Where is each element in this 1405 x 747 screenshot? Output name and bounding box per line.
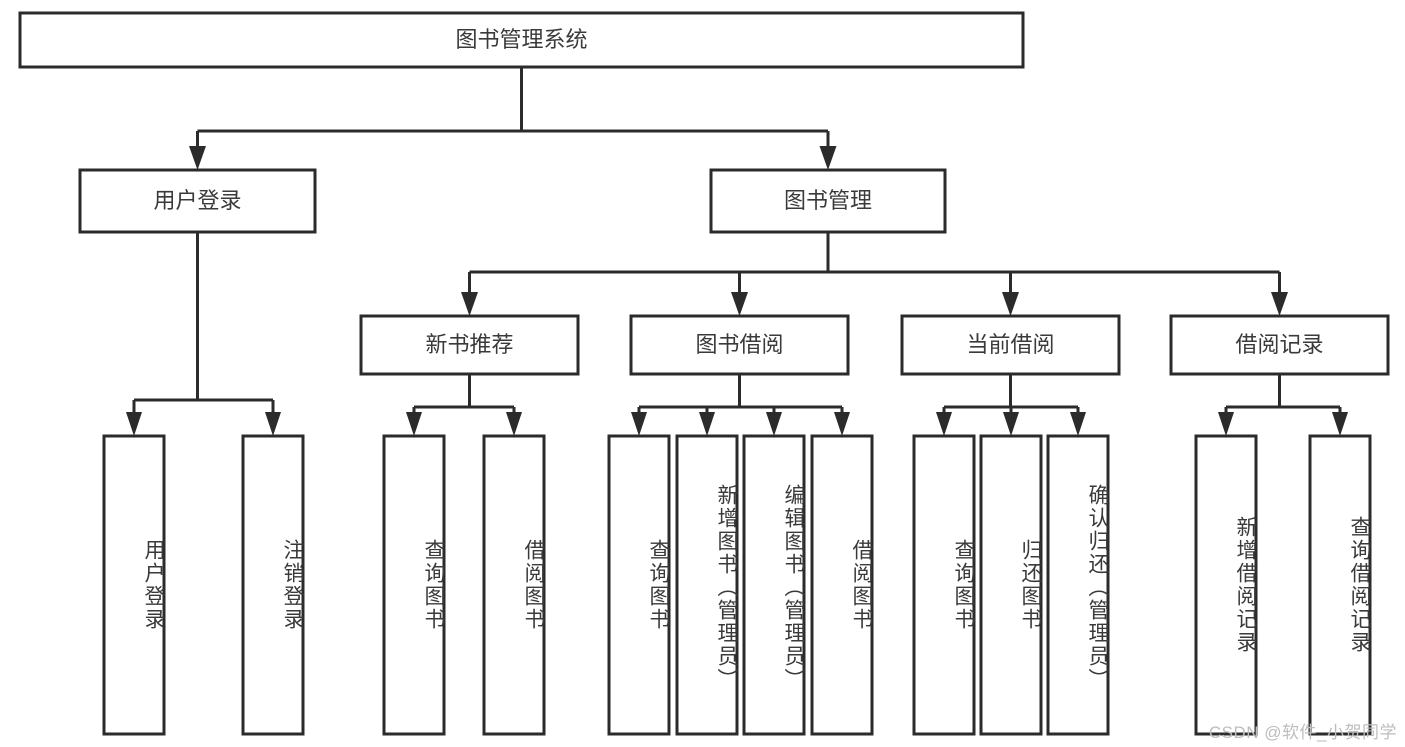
arrow-head-icon	[189, 146, 206, 170]
leaf-box-edit-book-admin[interactable]	[742, 434, 806, 736]
connector-group-user-login	[126, 232, 281, 436]
connector-group-book-mgmt	[461, 232, 1288, 316]
connector-group-root	[189, 67, 837, 170]
leaf-box-query-book-current[interactable]	[912, 434, 976, 736]
arrow-head-icon	[1218, 412, 1234, 436]
connector-group-borrow	[631, 374, 850, 436]
leaf-box-borrow-book[interactable]	[810, 434, 874, 736]
arrow-head-icon	[731, 292, 748, 316]
leaf-box-query-borrow-record[interactable]	[1308, 434, 1372, 736]
arrow-head-icon	[1332, 412, 1348, 436]
node-book-borrow-label: 图书借阅	[695, 332, 783, 357]
watermark-text: CSDN @软件_小贺同学	[1208, 723, 1397, 742]
node-current-borrow-box[interactable]	[900, 314, 1121, 376]
node-borrow-record-label: 借阅记录	[1235, 332, 1323, 357]
arrow-head-icon	[834, 412, 850, 436]
leaf-box-query-book-new[interactable]	[382, 434, 446, 736]
arrow-head-icon	[1070, 412, 1086, 436]
leaf-box-return-book[interactable]	[979, 434, 1043, 736]
arrow-head-icon	[265, 412, 281, 436]
leaf-box-user-login[interactable]	[102, 434, 166, 736]
arrow-head-icon	[406, 412, 422, 436]
leaf-box-add-borrow-record[interactable]	[1194, 434, 1258, 736]
node-new-book-recommend-box[interactable]	[359, 314, 580, 376]
node-user-login-box[interactable]	[78, 168, 317, 234]
connector-group-new-book	[406, 374, 522, 436]
leaf-box-confirm-return-admin[interactable]	[1046, 434, 1110, 736]
node-book-management-box[interactable]	[709, 168, 947, 234]
connector-group-current-borrow	[936, 374, 1086, 436]
arrow-head-icon	[631, 412, 647, 436]
node-root-system[interactable]: 图书管理系统	[18, 11, 1025, 69]
leaf-box-logout[interactable]	[241, 434, 305, 736]
node-new-book-recommend-label: 新书推荐	[425, 332, 513, 357]
arrow-head-icon	[461, 292, 478, 316]
arrow-head-icon	[766, 412, 782, 436]
node-user-login[interactable]: 用户登录	[78, 168, 317, 234]
leaf-box-borrow-book-new[interactable]	[482, 434, 546, 736]
arrow-head-icon	[936, 412, 952, 436]
arrow-head-icon	[1271, 292, 1288, 316]
leaf-box-add-book-admin[interactable]	[675, 434, 739, 736]
node-book-management-label: 图书管理	[784, 188, 872, 213]
node-root-box[interactable]	[18, 11, 1025, 69]
leaf-box-group	[102, 434, 1372, 736]
arrow-head-icon	[819, 146, 837, 170]
node-new-book-recommend[interactable]: 新书推荐	[359, 314, 580, 376]
connector-group-borrow-record	[1218, 374, 1348, 436]
node-book-management[interactable]: 图书管理	[709, 168, 947, 234]
arrow-head-icon	[1002, 292, 1019, 316]
node-book-borrow[interactable]: 图书借阅	[629, 314, 850, 376]
arrow-head-icon	[506, 412, 522, 436]
node-book-borrow-box[interactable]	[629, 314, 850, 376]
node-borrow-record-box[interactable]	[1169, 314, 1390, 376]
node-borrow-record[interactable]: 借阅记录	[1169, 314, 1390, 376]
arrow-head-icon	[699, 412, 715, 436]
arrow-head-icon	[126, 412, 142, 436]
node-current-borrow[interactable]: 当前借阅	[900, 314, 1121, 376]
node-current-borrow-label: 当前借阅	[966, 332, 1054, 357]
node-user-login-label: 用户登录	[153, 188, 241, 213]
leaf-box-query-book-borrow[interactable]	[607, 434, 671, 736]
node-root-label: 图书管理系统	[455, 27, 587, 52]
arrow-head-icon	[1003, 412, 1019, 436]
